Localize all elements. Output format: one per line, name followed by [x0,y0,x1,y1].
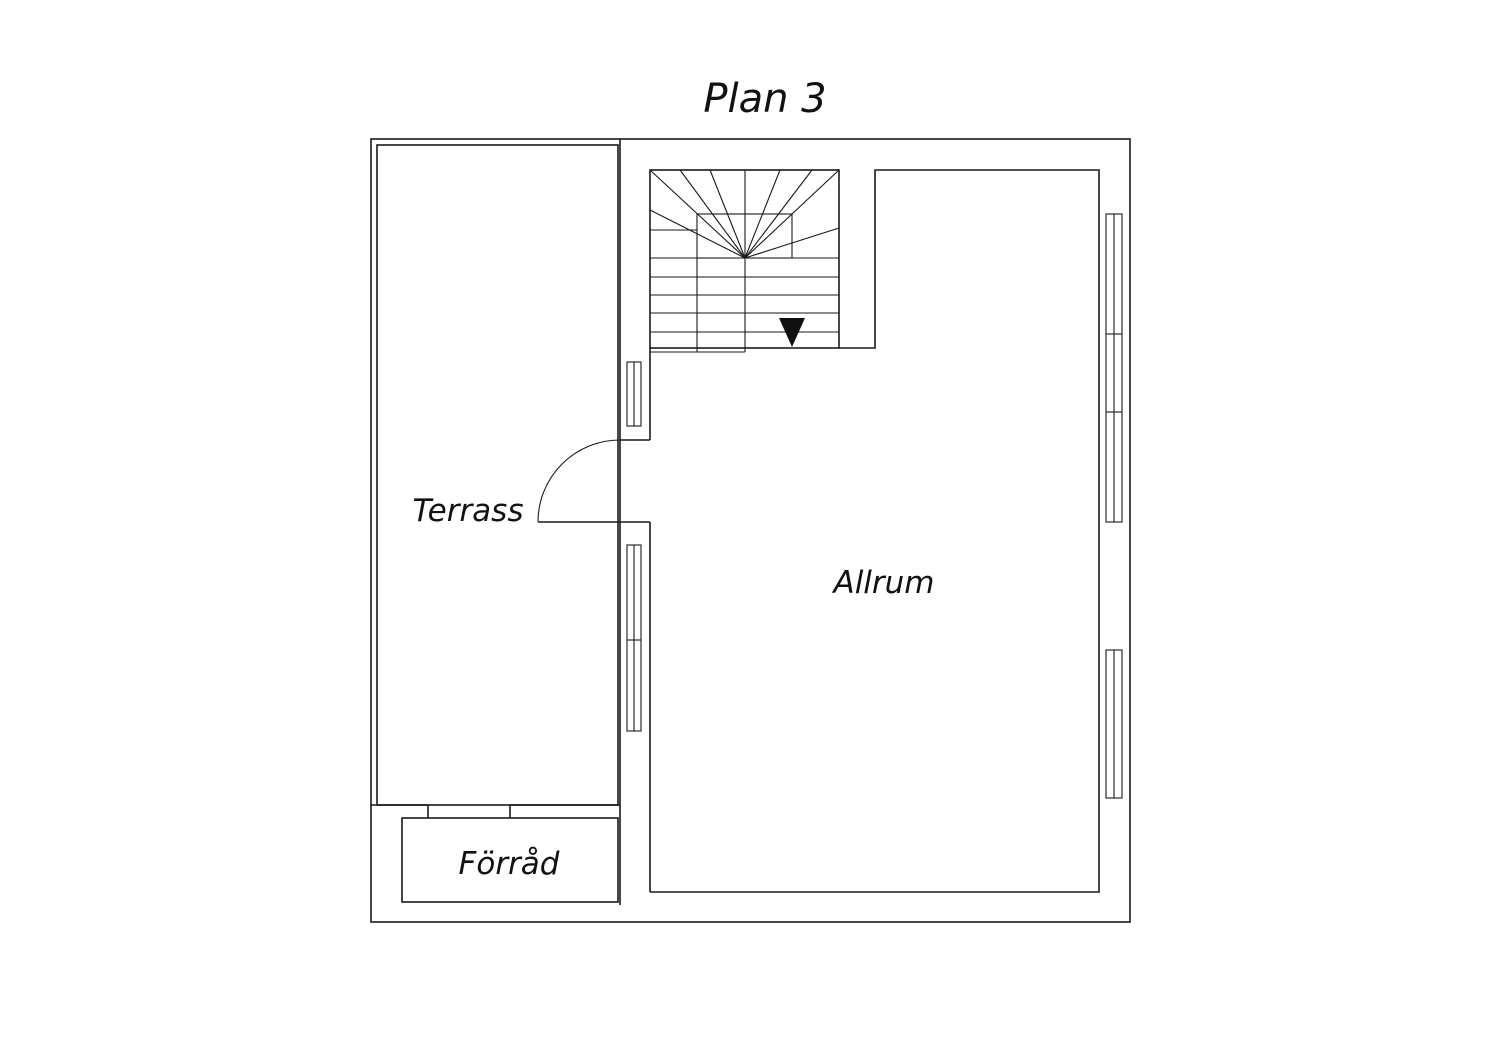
storage-room [401,817,619,903]
window-right-1 [1105,213,1123,523]
outer-wall [370,138,1131,923]
door-swing-icon [537,439,621,523]
terrace-area [371,144,620,818]
staircase [649,169,840,353]
plan-title: Plan 3 [703,76,826,122]
window-party-2 [626,544,642,732]
window-right-2 [1105,649,1123,799]
terrace-outline [376,144,619,806]
room-label-living: Allrum [831,565,934,601]
room-label-terrace: Terrass [413,493,524,529]
interior-wall-left [619,139,651,905]
window-party-1 [626,361,642,427]
arrow-down-icon [779,318,805,347]
room-label-storage: Förråd [459,846,560,882]
living-room-outline [650,169,1100,893]
